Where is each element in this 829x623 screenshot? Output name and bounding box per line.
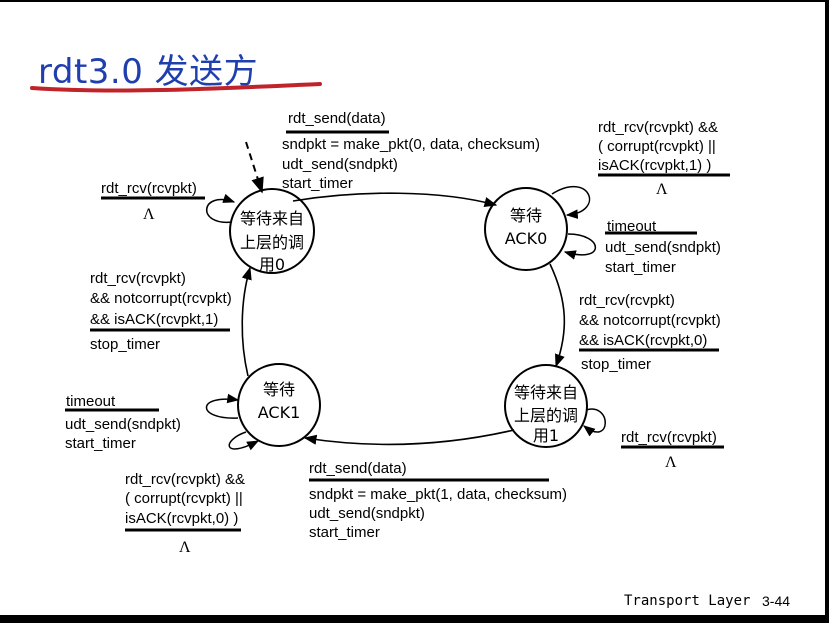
footer-section: Transport Layer xyxy=(624,593,750,609)
state-wait-ack-0: 等待 ACK0 xyxy=(484,187,568,271)
call1-self-lambda: Λ xyxy=(665,454,677,471)
state-wait-call-1: 等待来自 上层的调 用1 xyxy=(504,364,588,448)
ack1-timeout-action-1: udt_send(sndpkt) xyxy=(65,416,181,433)
ack0-self-event-2: ( corrupt(rcvpkt) || xyxy=(598,138,716,155)
ack0-self-event-1: rdt_rcv(rcvpkt) && xyxy=(598,119,718,136)
state-wait-ack-0-line2: ACK0 xyxy=(505,229,548,248)
selfloop-call1 xyxy=(583,408,606,437)
arrow-ack0-to-call1 xyxy=(549,263,566,368)
state-wait-call-0-line1: 等待来自 xyxy=(240,209,304,228)
call1-self-event: rdt_rcv(rcvpkt) xyxy=(621,429,717,446)
label-separators xyxy=(65,130,730,532)
ack1-to-call0-event-2: && notcorrupt(rcvpkt) xyxy=(90,290,232,307)
call1-to-ack1-action-2: udt_send(sndpkt) xyxy=(309,505,425,522)
call0-to-ack0-action-1: sndpkt = make_pkt(0, data, checksum) xyxy=(282,136,540,153)
ack1-self-event-3: isACK(rcvpkt,0) ) xyxy=(125,510,238,527)
title-underline xyxy=(30,82,322,93)
ack1-to-call0-action: stop_timer xyxy=(90,336,160,353)
call0-self-lambda: Λ xyxy=(143,206,155,223)
call0-to-ack0-action-2: udt_send(sndpkt) xyxy=(282,156,398,173)
state-wait-call-0: 等待来自 上层的调 用0 xyxy=(229,188,315,274)
call0-to-ack0-action-3: start_timer xyxy=(282,175,353,192)
state-wait-ack-1-line1: 等待 xyxy=(263,380,295,399)
initial-arrow xyxy=(245,141,264,194)
ack1-timeout-event: timeout xyxy=(66,393,116,410)
selfloop-ack1-upper xyxy=(206,393,240,419)
call1-to-ack1-action-1: sndpkt = make_pkt(1, data, checksum) xyxy=(309,486,567,503)
arrow-call0-to-ack0 xyxy=(292,192,498,207)
ack0-to-call1-event-1: rdt_rcv(rcvpkt) xyxy=(579,292,675,309)
selfloop-ack1-lower xyxy=(228,431,260,451)
arrow-ack1-to-call0 xyxy=(241,266,252,377)
state-wait-call-1-line2: 上层的调 xyxy=(514,406,578,425)
state-wait-call-1-line1: 等待来自 xyxy=(514,383,578,402)
ack0-to-call1-event-3: && isACK(rcvpkt,0) xyxy=(579,332,707,349)
ack0-self-lambda: Λ xyxy=(656,181,668,198)
state-wait-call-0-line3: 用0 xyxy=(259,255,285,274)
ack1-self-lambda: Λ xyxy=(179,539,191,556)
arrow-call1-to-ack1 xyxy=(303,429,515,446)
selfloop-call0 xyxy=(206,193,236,223)
slide-title: rdt3.0 发送方 xyxy=(38,52,259,92)
state-wait-ack-0-line1: 等待 xyxy=(510,206,542,225)
state-wait-ack-1: 等待 ACK1 xyxy=(237,363,321,447)
state-wait-ack-1-line2: ACK1 xyxy=(258,403,301,422)
ack0-to-call1-action: stop_timer xyxy=(581,356,651,373)
ack1-to-call0-event-3: && isACK(rcvpkt,1) xyxy=(90,311,218,328)
state-wait-call-0-line2: 上层的调 xyxy=(240,233,304,252)
call0-to-ack0-event: rdt_send(data) xyxy=(288,110,386,127)
ack1-self-event-1: rdt_rcv(rcvpkt) && xyxy=(125,471,245,488)
ack0-timeout-event: timeout xyxy=(607,218,657,235)
ack0-timeout-action-1: udt_send(sndpkt) xyxy=(605,239,721,256)
ack1-self-event-2: ( corrupt(rcvpkt) || xyxy=(125,490,243,507)
call1-to-ack1-action-3: start_timer xyxy=(309,524,380,541)
ack0-self-event-3: isACK(rcvpkt,1) ) xyxy=(598,157,711,174)
ack1-to-call0-event-1: rdt_rcv(rcvpkt) xyxy=(90,270,186,287)
ack0-timeout-action-2: start_timer xyxy=(605,259,676,276)
ack0-to-call1-event-2: && notcorrupt(rcvpkt) xyxy=(579,312,721,329)
selfloop-ack0-top xyxy=(551,185,591,219)
state-wait-call-1-line3: 用1 xyxy=(533,426,559,445)
call1-to-ack1-event: rdt_send(data) xyxy=(309,460,407,477)
footer-page: 3-44 xyxy=(762,593,790,609)
call0-self-event: rdt_rcv(rcvpkt) xyxy=(101,180,197,197)
selfloop-ack0-side xyxy=(563,233,596,260)
ack1-timeout-action-2: start_timer xyxy=(65,435,136,452)
